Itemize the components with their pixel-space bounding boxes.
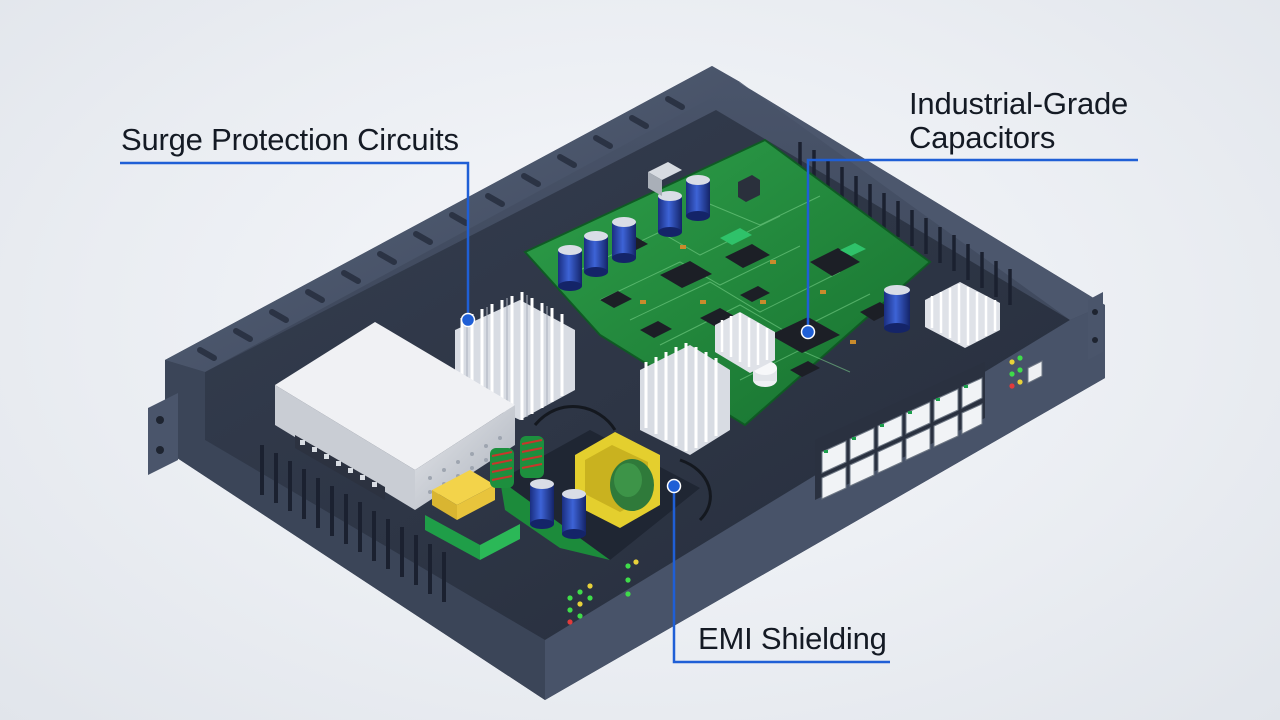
board-connector: [648, 162, 760, 202]
capacitor-icon: [530, 175, 910, 539]
front-wall-vents: [260, 445, 446, 602]
capacitor: [658, 191, 682, 237]
callout-capacitors-line2: Capacitors: [909, 120, 1056, 155]
heatsink-center: [640, 343, 730, 455]
heatsink-small: [715, 312, 775, 373]
right-wall-rim: [712, 66, 1105, 320]
callout-emi-shielding: EMI Shielding: [698, 622, 887, 656]
leader-emi: [672, 488, 890, 664]
capacitor: [686, 175, 710, 221]
leader-dot-capacitors: [800, 324, 816, 340]
callout-capacitors-line1: Industrial-Grade: [909, 86, 1129, 121]
back-wall-ridges: [197, 96, 685, 361]
callout-surge-text: Surge Protection Circuits: [121, 122, 459, 157]
leader-surge: [120, 161, 470, 318]
front-wall: [165, 360, 545, 700]
power-supply-module-icon: [275, 322, 520, 560]
emi-filter-board: [490, 405, 712, 560]
leader-capacitors: [806, 158, 1138, 330]
heatsink-right: [925, 282, 1000, 348]
callout-emi-text: EMI Shielding: [698, 621, 887, 656]
rj45-port-icon: [815, 360, 1043, 500]
capacitor: [530, 479, 554, 529]
capacitor: [612, 217, 636, 263]
capacitor: [884, 285, 910, 333]
callout-surge-protection: Surge Protection Circuits: [121, 123, 459, 157]
leader-dot-emi: [666, 478, 682, 494]
callout-leaders: [120, 158, 1138, 664]
rack-ear-right: [1088, 292, 1103, 360]
rack-ear-left: [148, 393, 178, 475]
leader-dot-surge: [460, 312, 476, 328]
capacitor: [562, 489, 586, 539]
leader-dots: [460, 312, 816, 494]
capacitor: [584, 231, 608, 277]
callout-industrial-capacitors: Industrial-Grade Capacitors: [909, 87, 1128, 155]
front-status-leds: [567, 355, 1023, 625]
capacitor: [558, 245, 582, 291]
